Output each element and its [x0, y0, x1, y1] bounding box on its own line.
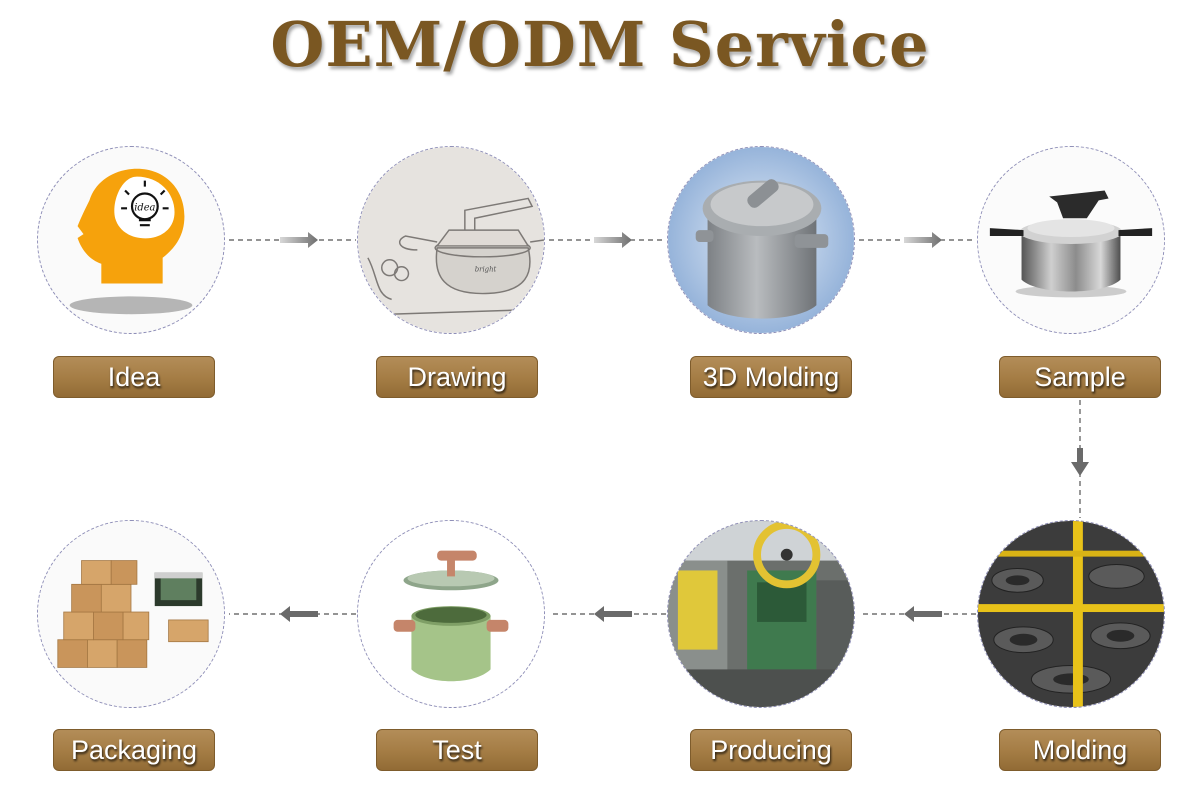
step-molding-image: [977, 520, 1165, 708]
step-label-3d-molding: 3D Molding: [690, 356, 852, 398]
step-label-sample: Sample: [999, 356, 1161, 398]
arrow-down-icon: [1071, 448, 1089, 476]
metal-molds-icon: [978, 521, 1164, 707]
step-label-test: Test: [376, 729, 538, 771]
idea-head-icon: idea: [69, 168, 193, 315]
arrow-left-icon: [280, 606, 318, 622]
step-label-drawing: Drawing: [376, 356, 538, 398]
step-test-image: [357, 520, 545, 708]
step-label-molding: Molding: [999, 729, 1161, 771]
step-producing-image: [667, 520, 855, 708]
pot-3d-model-icon: [668, 147, 854, 333]
cardboard-boxes-icon: [38, 521, 224, 707]
step-idea-image: idea: [37, 146, 225, 334]
arrow-left-icon: [594, 606, 632, 622]
arrow-right-icon: [594, 232, 632, 248]
pressure-cooker-icon: [978, 147, 1164, 333]
step-label-idea: Idea: [53, 356, 215, 398]
page-title: OEM/ODM Service: [270, 8, 930, 81]
arrow-right-icon: [904, 232, 942, 248]
step-sample-image: [977, 146, 1165, 334]
step-drawing-image: bright: [357, 146, 545, 334]
pot-sketch-icon: bright: [358, 147, 544, 333]
step-3d-molding-image: [667, 146, 855, 334]
svg-text:bright: bright: [475, 266, 497, 274]
step-label-packaging: Packaging: [53, 729, 215, 771]
svg-text:idea: idea: [134, 202, 155, 213]
factory-press-icon: [668, 521, 854, 707]
step-label-producing: Producing: [690, 729, 852, 771]
green-pot-icon: [358, 521, 544, 707]
step-packaging-image: [37, 520, 225, 708]
arrow-left-icon: [904, 606, 942, 622]
arrow-right-icon: [280, 232, 318, 248]
